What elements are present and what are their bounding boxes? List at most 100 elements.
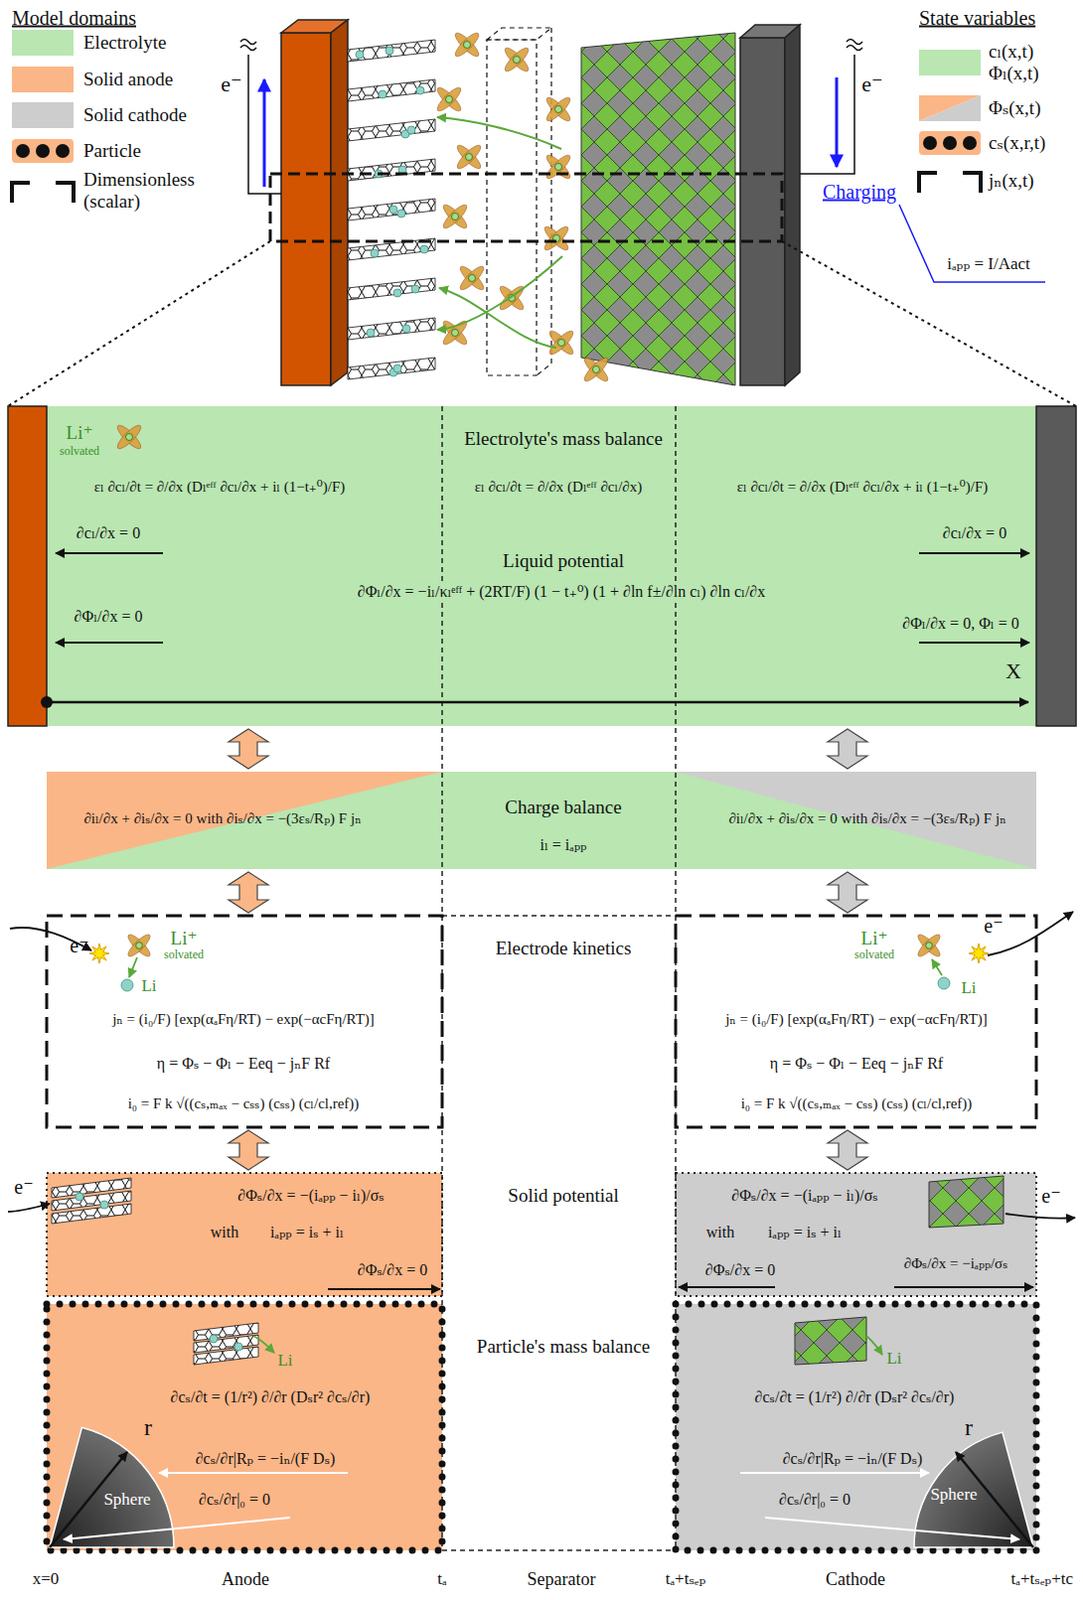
solvent-petal [457, 263, 486, 293]
domain-box: ∂cₛ/∂t = (1/r²) ∂/∂r (Dₛr² ∂cₛ/∂r)∂cₛ/∂r… [675, 1304, 1037, 1551]
electron-path [7, 1204, 50, 1213]
domain-border [675, 916, 1037, 1128]
solvent-petal [496, 283, 526, 312]
solvent-petal [125, 931, 154, 960]
separator-side [536, 27, 552, 376]
band-details [7, 422, 1076, 1548]
equation-text: r [961, 1414, 976, 1443]
boundary-arrow [678, 1286, 775, 1289]
lithium-ion [592, 365, 600, 373]
annotation-label: Particle's mass balance [473, 1336, 653, 1359]
solvated-ion [457, 263, 486, 293]
lithium-ion [125, 433, 133, 441]
axis-origin [40, 696, 53, 709]
solvent-petal [125, 931, 154, 960]
annotation-label: Separator [527, 1569, 597, 1591]
equation-text: iₗ = iₐₚₚ [537, 836, 591, 855]
graphene-sheet [347, 39, 436, 62]
solvent-petal [546, 327, 576, 357]
annotation-label: e⁻ [13, 1176, 33, 1200]
lithium-path [437, 117, 562, 150]
solvent-petal [114, 422, 144, 452]
annotation-label: solvated [854, 948, 895, 963]
solvent-petal [543, 94, 573, 124]
coupling-arrow [827, 729, 868, 770]
equation-text: r [141, 1414, 155, 1443]
annotation-label: tₐ [437, 1569, 447, 1590]
boundary-arrow [740, 1472, 929, 1475]
equation-text: εₗ ∂cₗ/∂t = ∂/∂x (Dₗᵉᶠᶠ ∂cₗ/∂x + iₗ (1−t… [91, 478, 349, 496]
battery-illustration [7, 19, 1077, 407]
solvent-petal [434, 84, 464, 114]
graphene-sheet [347, 317, 436, 340]
lithium-atom [402, 324, 411, 333]
solvated-ion [546, 327, 576, 357]
separator-top [486, 27, 552, 40]
annotation-label: Li [886, 1349, 902, 1370]
legend-text: Solid cathode [83, 104, 187, 127]
solvated-ion [454, 142, 483, 171]
lithium-atom [407, 126, 416, 135]
x-axis [46, 701, 1029, 705]
annotation-label: Li⁺ [861, 928, 889, 950]
legend-sample-dot [942, 136, 957, 151]
annotation-label: x=0 [32, 1569, 60, 1590]
graphene-sheet [347, 158, 436, 181]
solvated-ion [496, 283, 526, 312]
legend-sample [919, 95, 981, 122]
annotation-label: Li [141, 976, 156, 997]
solvent-petal [543, 152, 573, 181]
solvent-petal [543, 152, 573, 181]
annotation-label: Charging [822, 180, 897, 204]
domain-border [46, 1304, 443, 1551]
lithium-path [866, 1336, 883, 1356]
cathode-charge-triangle [675, 772, 1037, 870]
solvated-ion [125, 931, 154, 960]
solvated-ion [114, 422, 144, 452]
lithium-ion [554, 162, 562, 170]
solvent-petal [501, 44, 531, 74]
solvated-ion [452, 29, 481, 59]
domain-box: ∂Φₛ/∂x = −(iₐₚₚ − iₗ)/σₛwithiₐₚₚ = iₛ + … [675, 1173, 1037, 1297]
legend-text: jₙ(x,t) [988, 169, 1035, 192]
lithium-ion [557, 338, 565, 346]
legend-sample [919, 131, 981, 155]
graphene-sheet [347, 357, 436, 380]
lithium-ion [512, 55, 520, 63]
solvent-petal [501, 44, 531, 74]
solvent-petal [454, 142, 483, 171]
lithium-atom [397, 209, 406, 218]
legend-text: Particle [83, 140, 142, 162]
lithium-atom [416, 86, 425, 95]
solvent-petal [434, 84, 464, 114]
domain-border [675, 1173, 1037, 1297]
annotation-label: Solid potential [507, 1185, 619, 1208]
solvent-petal [457, 263, 486, 293]
graphene-sheet [347, 278, 436, 301]
lithium-ion [445, 95, 453, 103]
boundary-arrow [919, 641, 1030, 644]
zoom-line [781, 241, 1077, 407]
lithium-atom [75, 1193, 84, 1202]
lithium-atom [937, 977, 950, 990]
annotation-label: iₐₚₚ = I/Aact [946, 254, 1031, 275]
equation-text: with [703, 1224, 738, 1242]
coupling-arrow [228, 1130, 269, 1171]
boundary-arrow [158, 1472, 348, 1475]
solvated-ion [543, 94, 573, 124]
solvent-petal [452, 29, 481, 59]
cathode-crystal [581, 32, 736, 386]
legend-sample [11, 182, 74, 203]
legend-sample-dot [55, 144, 70, 158]
domain-band [46, 916, 443, 1128]
equation-text: ∂cₛ/∂r|₀ = 0 [195, 1491, 274, 1510]
lithium-path [931, 959, 942, 976]
equation-text: X [1002, 658, 1025, 684]
domain-band [46, 406, 1037, 727]
boundary-arrow [63, 1518, 291, 1541]
annotation-label: Li [277, 1351, 293, 1372]
external-wire [799, 54, 855, 174]
boundary-arrow [327, 1288, 441, 1291]
lithium-atom [209, 1335, 218, 1344]
